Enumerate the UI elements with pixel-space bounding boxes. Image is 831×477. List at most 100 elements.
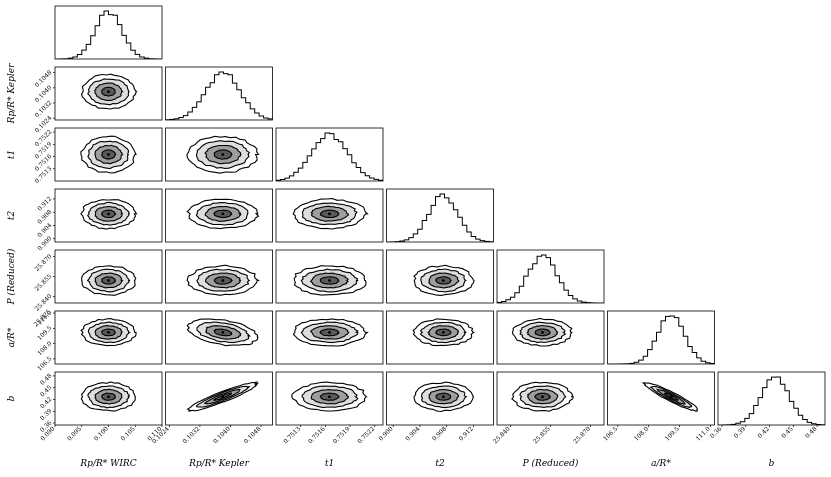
- panel-5-3: [412, 318, 476, 347]
- ytick-label-3-3: 0.912: [36, 195, 53, 212]
- panel-frame-5-1: [165, 310, 273, 365]
- panel-frame-1-1: [165, 66, 273, 121]
- panel-frame-5-4: [496, 310, 605, 365]
- ytick-label-6-4: 0.48: [39, 372, 54, 387]
- panel-4-2: [293, 265, 367, 296]
- panel-6-2: [291, 381, 368, 412]
- panel-frame-6-6: [717, 371, 826, 426]
- panel-5-0: [80, 318, 137, 347]
- xtick-label-6-4: 0.48: [804, 425, 819, 440]
- histogram-3: [386, 193, 494, 242]
- ytick-label-5-0: 106.5: [36, 355, 53, 372]
- panel-6-4: [511, 381, 574, 412]
- xtick-label-2-0: 0.7513: [282, 425, 302, 445]
- y-axis-label-5: a/R*: [7, 327, 17, 347]
- panel-2-0: [80, 135, 137, 174]
- ytick-label-5-1: 108.0: [36, 340, 53, 357]
- x-axis-label-4: P (Reduced): [522, 458, 579, 469]
- density-peak-5-0: [107, 331, 110, 334]
- xtick-label-4-0: 25.840: [492, 425, 512, 445]
- x-axis-label-1: Rp/R* Kepler: [188, 459, 249, 469]
- panel-2-1: [186, 135, 260, 174]
- panel-frame-5-3: [386, 310, 494, 365]
- x-axis-label-2: t1: [325, 459, 334, 469]
- density-peak-6-1: [221, 395, 225, 399]
- panel-2-2: [276, 132, 383, 181]
- panel-frame-0-0: [54, 5, 163, 60]
- x-axis-label-3: t2: [435, 459, 445, 469]
- panel-5-2: [292, 318, 369, 347]
- density-peak-6-2: [328, 395, 331, 399]
- panel-frame-5-5: [607, 310, 715, 365]
- panel-5-4: [511, 317, 573, 347]
- panel-frame-4-4: [496, 249, 605, 304]
- panel-frame-6-5: [607, 371, 715, 426]
- panel-frame-4-1: [165, 249, 273, 304]
- panel-5-5: [607, 315, 715, 364]
- xtick-label-2-3: 0.7522: [356, 425, 376, 445]
- density-peak-3-0: [107, 212, 110, 216]
- panel-frame-6-1: [165, 371, 273, 426]
- density-peak-6-3: [441, 395, 445, 399]
- x-axis-label-5: a/R*: [651, 459, 671, 469]
- density-peak-5-4: [541, 331, 544, 334]
- xtick-label-3-2: 0.908: [431, 425, 448, 442]
- panel-frame-6-3: [386, 371, 494, 426]
- y-axis-label-3: t2: [7, 211, 17, 221]
- ytick-label-6-3: 0.45: [39, 384, 54, 399]
- y-axis-label-2: t1: [7, 150, 17, 159]
- xtick-label-0-2: 0.100: [93, 425, 110, 442]
- density-peak-5-1: [221, 331, 225, 334]
- y-axis-label-1: Rp/R* Kepler: [7, 63, 17, 124]
- ytick-label-4-2: 25.870: [34, 253, 54, 273]
- panel-0-0: [55, 10, 162, 59]
- xtick-label-5-2: 109.5: [664, 425, 681, 442]
- panel-3-3: [386, 193, 494, 242]
- ytick-label-6-2: 0.42: [39, 396, 54, 411]
- ytick-label-4-1: 25.855: [34, 273, 54, 293]
- panel-4-0: [81, 265, 137, 296]
- density-peak-6-5: [669, 395, 673, 399]
- panel-1-0: [81, 73, 138, 110]
- density-peak-4-0: [107, 279, 110, 282]
- panel-4-1: [186, 264, 261, 296]
- xtick-label-2-1: 0.7516: [307, 425, 327, 445]
- ytick-label-6-1: 0.39: [39, 408, 54, 423]
- panel-frame-4-3: [386, 249, 494, 304]
- panel-frame-4-2: [275, 249, 384, 304]
- histogram-2: [276, 132, 383, 181]
- density-peak-6-4: [541, 395, 544, 399]
- density-peak-4-1: [221, 279, 225, 282]
- density-peak-4-3: [441, 279, 445, 282]
- panel-3-2: [292, 198, 369, 230]
- x-axis-label-0: Rp/R* WIRC: [79, 459, 136, 469]
- density-peak-5-2: [328, 331, 331, 334]
- panel-frame-5-2: [275, 310, 384, 365]
- density-peak-4-2: [328, 279, 331, 282]
- panel-frame-3-2: [275, 188, 384, 243]
- panel-5-1: [186, 318, 259, 347]
- panel-frame-6-2: [275, 371, 384, 426]
- panel-6-0: [80, 381, 136, 412]
- x-axis-label-6: b: [769, 459, 775, 469]
- y-axis-label-4: P (Reduced): [6, 248, 17, 305]
- density-peak-2-1: [221, 153, 225, 156]
- panel-6-3: [413, 381, 475, 413]
- panel-frame-2-2: [275, 127, 384, 182]
- panel-frame-3-0: [54, 188, 163, 243]
- xtick-label-4-1: 25.855: [532, 425, 552, 445]
- xtick-label-3-1: 0.904: [404, 425, 421, 442]
- panel-3-1: [186, 198, 260, 230]
- xtick-label-2-2: 0.7519: [332, 425, 352, 445]
- panel-3-0: [80, 199, 138, 230]
- density-peak-1-0: [107, 90, 110, 94]
- panel-frame-2-0: [54, 127, 163, 182]
- xtick-label-1-3: 0.1048: [243, 425, 263, 445]
- ytick-label-1-3: 0.1048: [34, 69, 54, 89]
- xtick-label-6-2: 0.42: [757, 425, 772, 440]
- density-peak-3-2: [328, 212, 331, 216]
- panel-6-5: [641, 382, 699, 412]
- ytick-label-4-0: 25.840: [34, 293, 54, 313]
- panel-4-4: [497, 254, 604, 303]
- density-peak-6-0: [107, 395, 110, 399]
